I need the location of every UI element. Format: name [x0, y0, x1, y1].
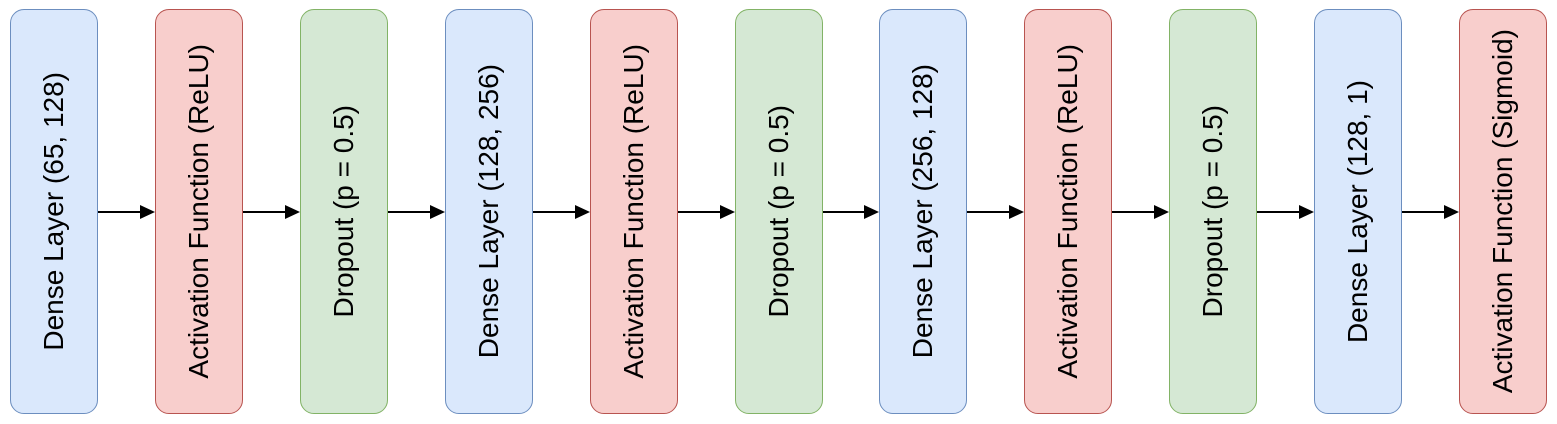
node-label: Activation Function (ReLU): [1052, 44, 1084, 379]
node-dense-layer-4: Dense Layer (128, 1): [1314, 9, 1403, 414]
flow-arrow-7: [967, 9, 1025, 414]
node-label: Activation Function (ReLU): [617, 44, 649, 379]
arrow-line: [532, 210, 576, 213]
node-dense-layer-3: Dense Layer (256, 128): [879, 9, 968, 414]
flow-arrow-4: [532, 9, 590, 414]
arrow-line: [242, 210, 286, 213]
arrow-line: [677, 210, 721, 213]
arrow-line: [822, 210, 866, 213]
arrow-head-icon: [284, 204, 300, 219]
arrow-line: [387, 210, 431, 213]
arrow-head-icon: [139, 204, 155, 219]
node-activation-sigmoid: Activation Function (Sigmoid): [1459, 9, 1548, 414]
arrow-line: [967, 210, 1011, 213]
node-label: Dense Layer (128, 1): [1342, 79, 1374, 344]
arrow-head-icon: [1009, 204, 1025, 219]
node-label: Dropout (p = 0.5): [327, 105, 359, 318]
node-dense-layer-1: Dense Layer (65, 128): [10, 9, 98, 414]
node-label: Dense Layer (256, 128): [907, 64, 939, 359]
node-label: Activation Function (Sigmoid): [1487, 29, 1519, 394]
flow-arrow-8: [1112, 9, 1170, 414]
node-activation-relu-2: Activation Function (ReLU): [589, 9, 678, 414]
flow-arrow-3: [387, 9, 445, 414]
node-activation-relu-1: Activation Function (ReLU): [154, 9, 243, 414]
arrow-head-icon: [429, 204, 445, 219]
arrow-line: [1257, 210, 1301, 213]
node-label: Activation Function (ReLU): [182, 44, 214, 379]
arrow-head-icon: [719, 204, 735, 219]
arrow-head-icon: [864, 204, 880, 219]
flow-arrow-1: [98, 9, 155, 414]
node-activation-relu-3: Activation Function (ReLU): [1024, 9, 1113, 414]
node-label: Dense Layer (65, 128): [38, 72, 69, 351]
arrow-line: [1402, 210, 1446, 213]
arrow-head-icon: [1299, 204, 1315, 219]
node-dense-layer-2: Dense Layer (128, 256): [444, 9, 533, 414]
arrow-head-icon: [1444, 204, 1460, 219]
node-label: Dropout (p = 0.5): [1197, 105, 1229, 318]
flow-arrow-9: [1257, 9, 1315, 414]
node-dropout-2: Dropout (p = 0.5): [734, 9, 823, 414]
flow-arrow-2: [242, 9, 300, 414]
arrow-head-icon: [1154, 204, 1170, 219]
node-dropout-3: Dropout (p = 0.5): [1169, 9, 1258, 414]
arrow-line: [98, 210, 141, 213]
node-label: Dropout (p = 0.5): [762, 105, 794, 318]
flow-arrow-10: [1402, 9, 1460, 414]
node-label: Dense Layer (128, 256): [472, 64, 504, 359]
arrow-line: [1112, 210, 1156, 213]
arrow-head-icon: [574, 204, 590, 219]
node-dropout-1: Dropout (p = 0.5): [299, 9, 388, 414]
flow-arrow-6: [822, 9, 880, 414]
flow-arrow-5: [677, 9, 735, 414]
